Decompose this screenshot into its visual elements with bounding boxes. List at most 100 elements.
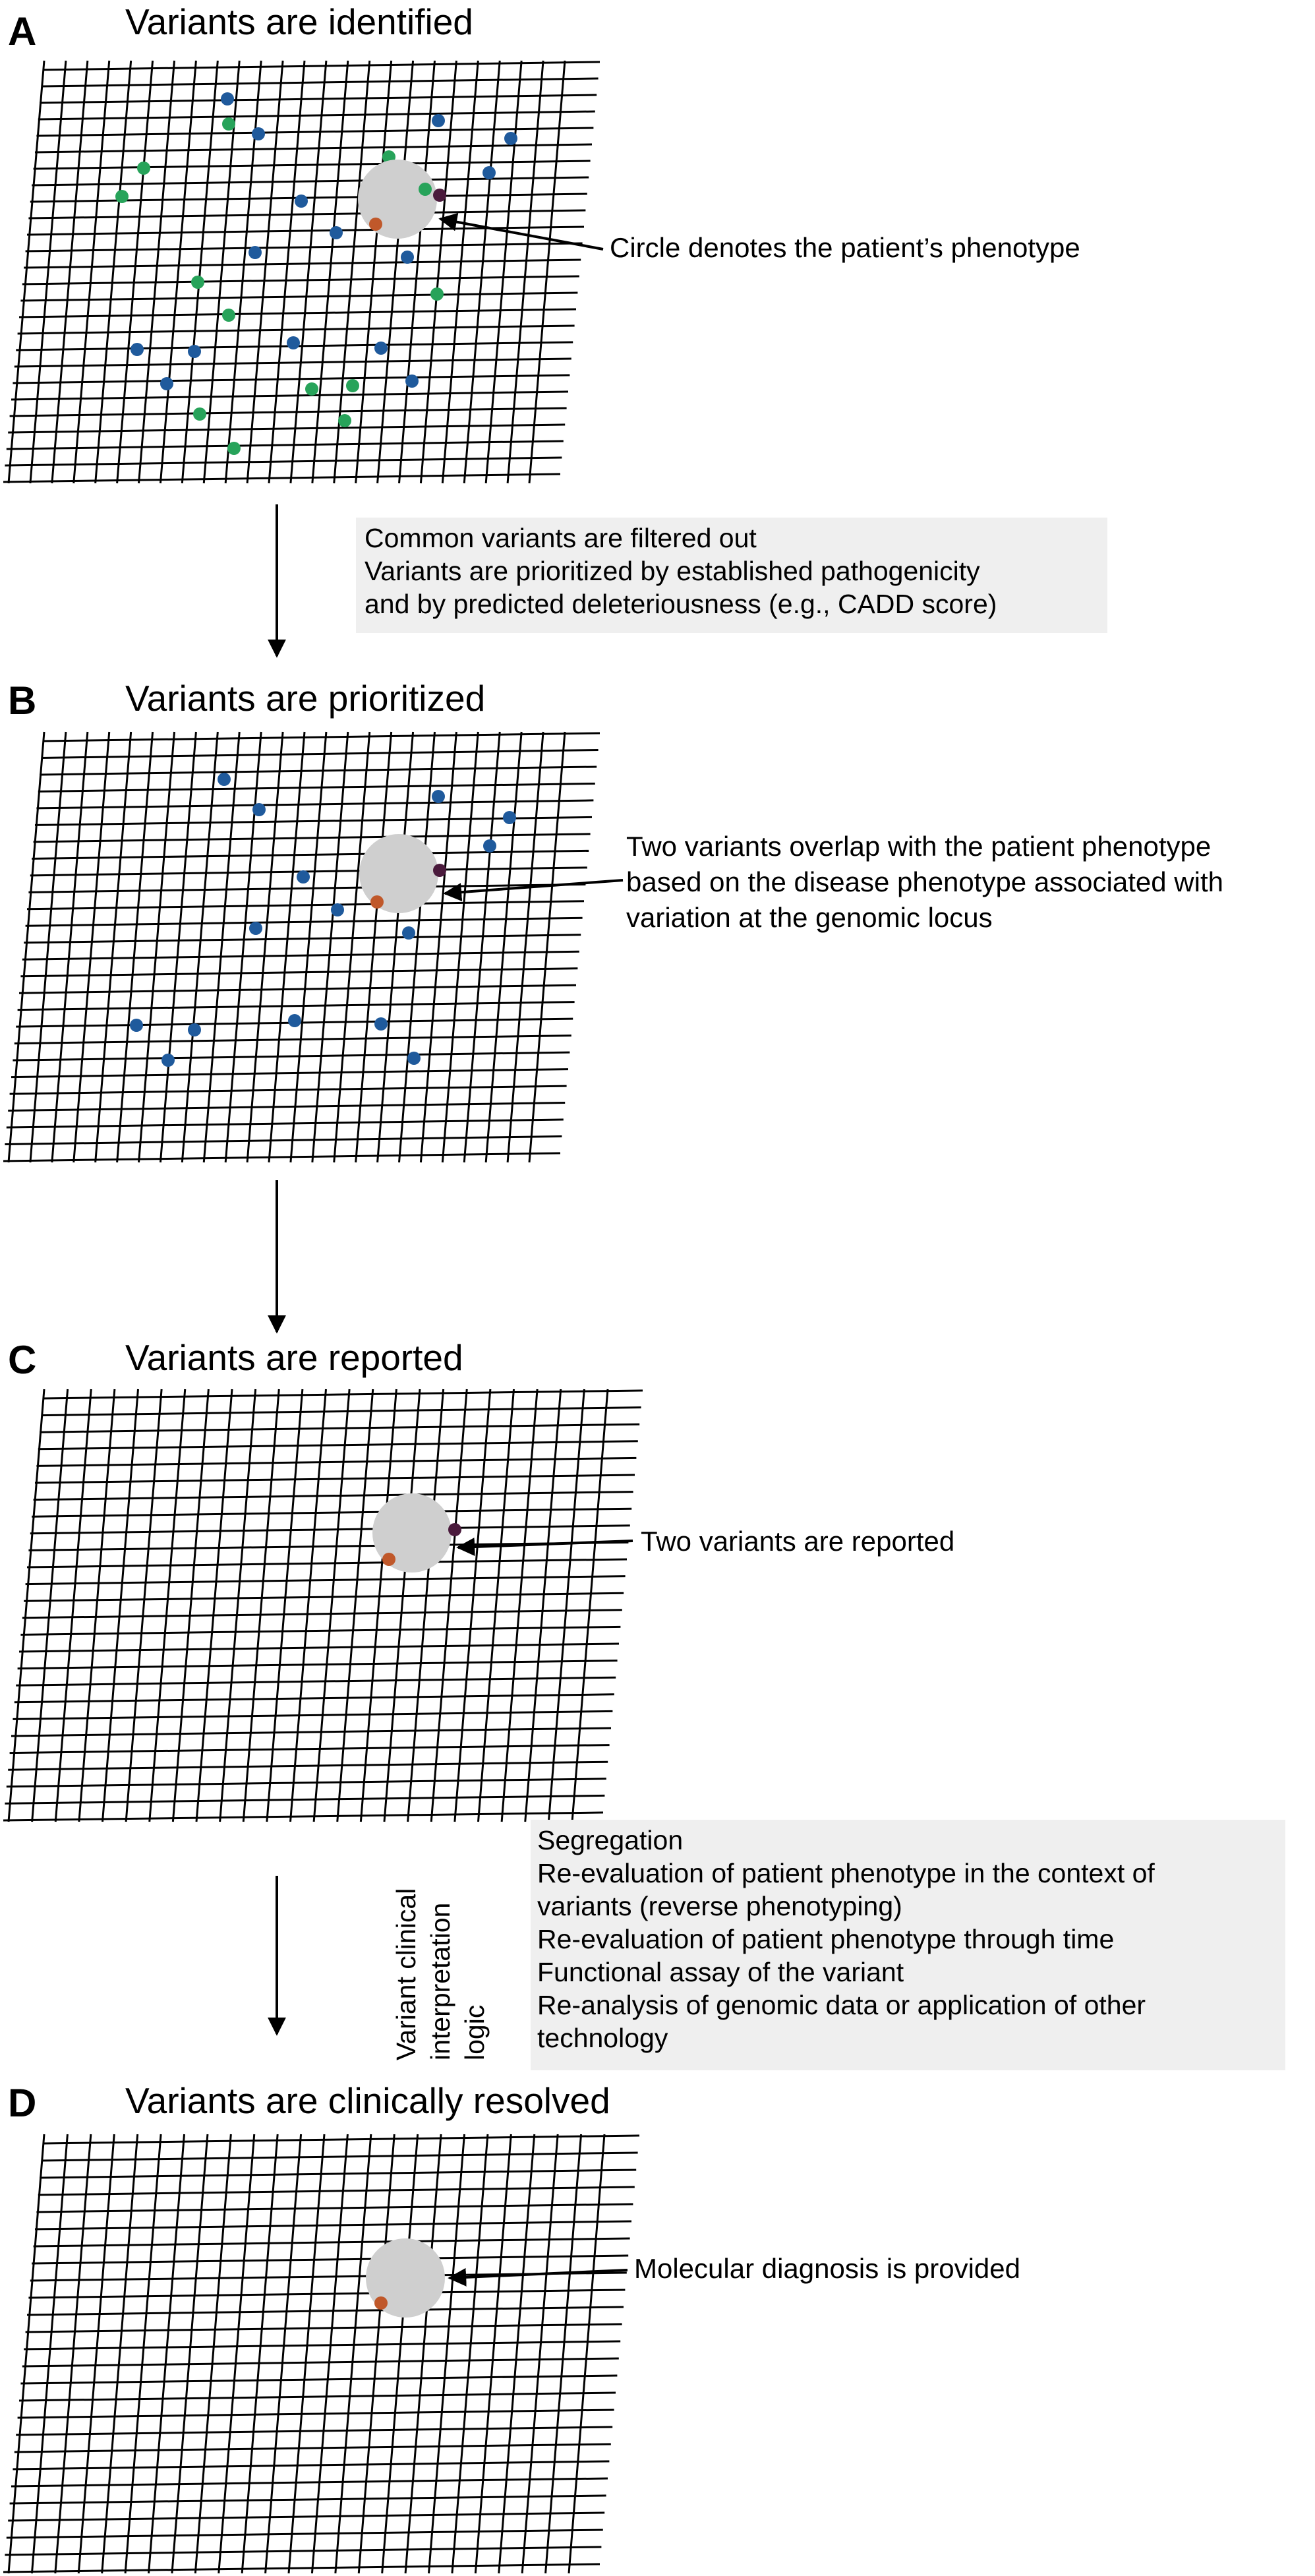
- grid-line-vertical: [138, 60, 175, 484]
- grid-line-horizontal: [38, 2186, 635, 2196]
- variant-dot-green: [222, 309, 235, 322]
- grid-line-horizontal: [42, 61, 600, 71]
- grid-line-horizontal: [26, 900, 585, 911]
- panel-a-title: Variants are identified: [125, 1, 473, 42]
- grid-line-vertical: [181, 731, 219, 1163]
- grid-line-vertical: [404, 2134, 442, 2574]
- grid-line-horizontal: [20, 2374, 618, 2385]
- grid-line-vertical: [7, 2134, 45, 2574]
- grid-line-horizontal: [28, 2289, 626, 2299]
- grid-line-horizontal: [5, 1794, 605, 1805]
- variant-dot-blue: [161, 1054, 175, 1067]
- variant-dot-blue: [330, 226, 343, 239]
- grid-line-horizontal: [18, 308, 577, 318]
- grid-line-vertical: [51, 60, 89, 484]
- grid-line-vertical: [287, 2134, 326, 2574]
- grid-line-vertical: [398, 731, 436, 1163]
- grid-line-vertical: [430, 1389, 468, 1822]
- grid-line-horizontal: [3, 2563, 600, 2573]
- grid-line-vertical: [159, 731, 197, 1163]
- grid-line-vertical: [311, 731, 349, 1163]
- variant-dot-blue: [188, 345, 201, 358]
- grid-line-vertical: [116, 60, 154, 484]
- variant-dot-blue: [160, 377, 173, 390]
- interpretation-box-line: Re-evaluation of patient phenotype in th…: [537, 1858, 1155, 1888]
- grid-line-horizontal: [6, 2529, 603, 2539]
- grid-line-horizontal: [25, 2323, 622, 2333]
- grid-line-vertical: [202, 731, 241, 1163]
- grid-line-horizontal: [25, 916, 583, 927]
- grid-line-horizontal: [13, 374, 570, 384]
- grid-line-horizontal: [38, 1440, 638, 1451]
- variant-dot-blue: [504, 132, 517, 145]
- variant-dot-blue: [401, 251, 414, 264]
- variant-dot-blue: [331, 903, 344, 916]
- variant-dot-blue: [288, 1014, 301, 1027]
- panel-d-title: Variants are clinically resolved: [125, 2080, 610, 2121]
- variant-dot-blue: [374, 342, 388, 355]
- grid-line-horizontal: [5, 456, 562, 467]
- grid-line-horizontal: [8, 1760, 608, 1771]
- grid-line-horizontal: [20, 967, 578, 978]
- grid-line-vertical: [124, 2134, 162, 2574]
- grid-line-horizontal: [22, 1609, 622, 1619]
- grid-line-vertical: [419, 731, 457, 1163]
- grid-line-horizontal: [30, 193, 587, 203]
- grid-line-horizontal: [42, 2134, 640, 2145]
- grid-line-vertical: [268, 60, 306, 484]
- grid-line-horizontal: [24, 258, 581, 269]
- grid-line-vertical: [334, 2134, 372, 2574]
- grid-line-vertical: [357, 2134, 395, 2574]
- variant-dot-blue: [287, 336, 300, 349]
- filter-box-line: Common variants are filtered out: [365, 523, 757, 553]
- panel-c-note: Two variants are reported: [641, 1526, 954, 1557]
- variants-b: [130, 773, 516, 1067]
- grid-line-vertical: [355, 731, 393, 1163]
- variants-d: [366, 2238, 445, 2318]
- variant-dot-blue: [432, 790, 445, 803]
- grid-line-horizontal: [41, 1406, 641, 1417]
- variant-dot-blue: [252, 803, 266, 816]
- grid-line-horizontal: [6, 1778, 606, 1788]
- variant-dot-green: [346, 379, 359, 392]
- grid-line-horizontal: [25, 242, 583, 253]
- grid-line-horizontal: [40, 94, 597, 104]
- grid-line-vertical: [506, 731, 544, 1163]
- panel-b-note-line: based on the disease phenotype associate…: [626, 866, 1223, 897]
- variant-dot-green: [419, 183, 432, 196]
- grid-line-vertical: [246, 60, 284, 484]
- grid-line-vertical: [441, 60, 479, 484]
- filter-box: [356, 518, 1107, 633]
- grid-line-vertical: [116, 731, 154, 1163]
- panel-letter-a: A: [8, 9, 36, 53]
- variant-dot-blue: [405, 374, 419, 388]
- grid-line-vertical: [477, 1389, 515, 1822]
- grid-line-horizontal: [18, 2391, 616, 2402]
- grid-line-vertical: [383, 1389, 421, 1822]
- variant-dot-blue: [131, 343, 144, 356]
- grid-line-horizontal: [34, 1474, 635, 1484]
- variant-dot-green: [305, 382, 318, 396]
- grid-line-vertical: [376, 60, 415, 484]
- grid-line-horizontal: [18, 1642, 620, 1653]
- panel-a: A Variants are identified: [3, 1, 1080, 484]
- grid-line-horizontal: [14, 1693, 614, 1704]
- grid-line-vertical: [73, 60, 111, 484]
- grid-line-horizontal: [41, 77, 599, 88]
- grid-line-vertical: [310, 2134, 349, 2574]
- grid-line-horizontal: [22, 950, 579, 961]
- grid-line-horizontal: [8, 2511, 605, 2522]
- variant-dot-blue: [295, 195, 308, 208]
- grid-line-horizontal: [17, 1660, 618, 1670]
- grid-line-horizontal: [32, 2254, 629, 2265]
- grid-line-horizontal: [11, 2477, 608, 2488]
- grid-line-vertical: [73, 731, 111, 1163]
- grid-line-vertical: [333, 731, 371, 1163]
- panel-letter-c: C: [8, 1338, 36, 1382]
- grid-line-horizontal: [41, 748, 599, 759]
- grid-line-vertical: [78, 1389, 116, 1822]
- variant-dot-blue: [483, 839, 496, 853]
- grid-line-vertical: [312, 1389, 351, 1822]
- grid-line-vertical: [528, 60, 566, 484]
- grid-line-vertical: [148, 1389, 187, 1822]
